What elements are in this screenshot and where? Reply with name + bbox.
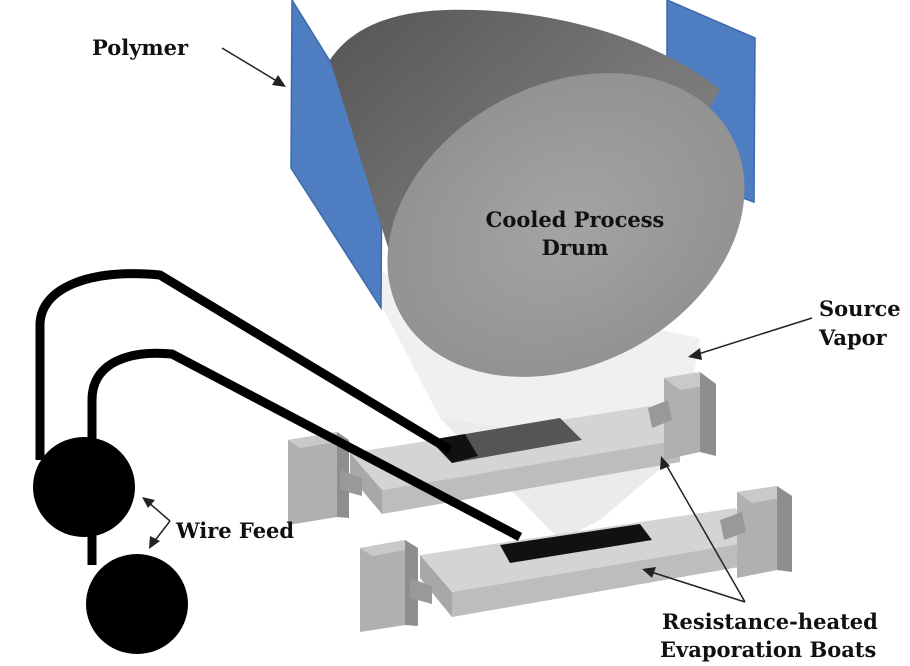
wire-feed-arrowhead-upper: [142, 497, 155, 508]
source-label-line1: Source: [819, 296, 901, 321]
drum-face: [387, 73, 745, 377]
lower-boat-side: [420, 555, 452, 617]
lower-right-clamp-front: [737, 486, 777, 578]
wire-lower: [87, 348, 523, 565]
drum-label-line1: Cooled Process: [485, 207, 665, 232]
lower-right-clamp-jaw: [720, 512, 746, 540]
source-vapor-arrowhead: [688, 348, 702, 360]
lower-boat-front: [452, 540, 762, 617]
boats-arrow-upper: [663, 460, 746, 603]
boats-arrow-lower: [647, 570, 746, 603]
lower-boat-deposit: [500, 524, 652, 563]
spool-lower: [86, 554, 188, 654]
boats-label-line1: Resistance-heated: [662, 609, 878, 634]
source-label-line2: Vapor: [819, 325, 887, 350]
upper-right-clamp-jaw: [648, 400, 672, 428]
upper-left-clamp-front: [288, 432, 337, 525]
drum-label-line2: Drum: [541, 235, 609, 260]
upper-left-clamp-jaw: [340, 470, 362, 496]
lower-left-clamp-front: [360, 540, 405, 632]
polymer-arrowhead: [272, 75, 286, 87]
wire-feed-arrow-upper: [147, 501, 171, 522]
lower-left-clamp-top: [360, 540, 418, 556]
polymer-label: Polymer: [92, 35, 189, 60]
boats-arrowhead-upper: [660, 456, 670, 470]
lower-right-clamp-side: [777, 486, 792, 572]
source-vapor-arrow: [691, 317, 813, 357]
spool-upper: [33, 437, 135, 537]
boats-arrowhead-lower: [642, 567, 656, 578]
upper-right-clamp-front: [664, 372, 700, 460]
lower-boat-top: [420, 508, 762, 592]
upper-boat-front: [382, 440, 680, 514]
wire-feed-label: Wire Feed: [176, 518, 295, 543]
polymer-arrow: [221, 47, 281, 84]
boats-label-line2: Evaporation Boats: [660, 637, 877, 662]
wire-feed-arrowhead-lower: [149, 536, 160, 549]
lower-left-clamp-jaw: [410, 578, 432, 604]
upper-right-clamp-side: [700, 372, 716, 456]
upper-boat-side: [350, 453, 382, 514]
wire-upper: [35, 269, 453, 460]
